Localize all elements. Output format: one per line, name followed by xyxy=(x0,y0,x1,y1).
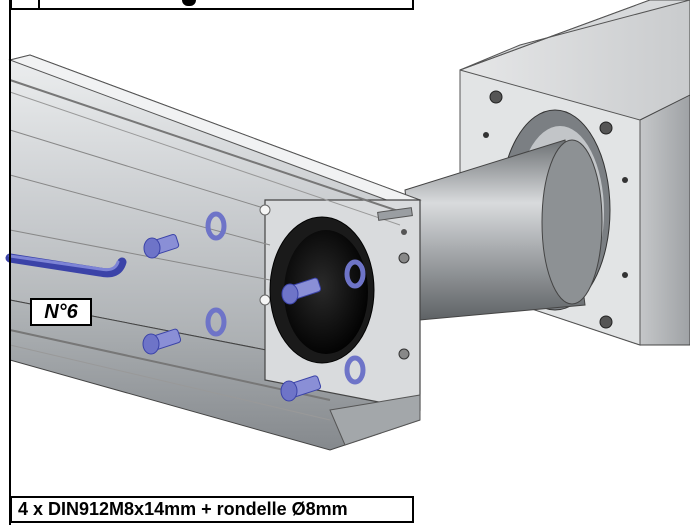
motor-bolt-hole xyxy=(599,121,613,135)
motor-bolt-hole xyxy=(599,315,613,329)
hex-key-tool xyxy=(5,253,127,278)
coupling-tube xyxy=(404,139,603,321)
screw xyxy=(280,375,322,402)
washer xyxy=(205,211,227,241)
top-label-glyph xyxy=(182,0,196,6)
screw xyxy=(143,233,180,259)
washer xyxy=(205,307,227,337)
washer xyxy=(344,259,366,289)
parts-caption: 4 x DIN912M8x14mm + rondelle Ø8mm xyxy=(10,496,414,523)
aluminium-profile xyxy=(8,54,422,451)
screw xyxy=(142,328,182,355)
screw xyxy=(281,277,322,305)
tool-number-label: N°6 xyxy=(30,298,92,326)
motor-bolt-hole xyxy=(489,90,503,104)
top-label-divider xyxy=(38,0,40,8)
washer xyxy=(344,355,366,385)
